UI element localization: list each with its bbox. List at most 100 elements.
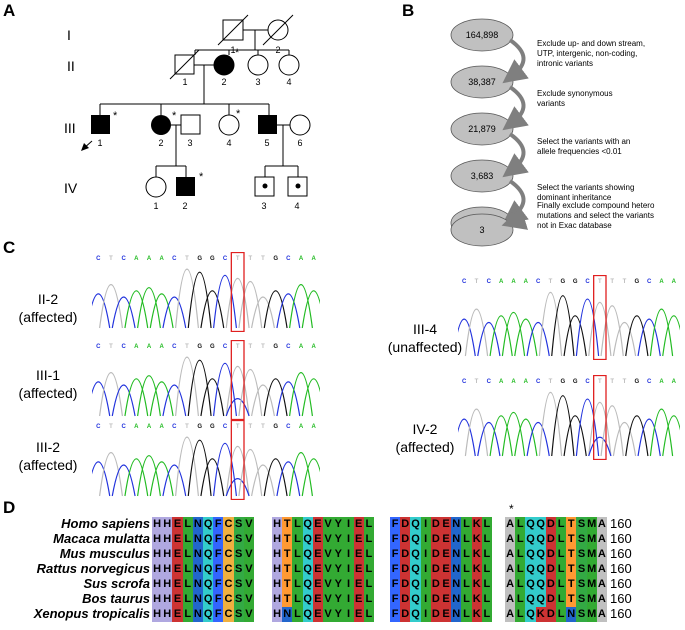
base-call: G (273, 344, 278, 350)
residue-cell: E (353, 607, 364, 622)
residue-cell: S (233, 577, 244, 592)
residue-cell: L (363, 532, 374, 547)
base-call: A (499, 279, 504, 285)
residue-cell: D (545, 607, 556, 622)
residue-cell: V (323, 577, 334, 592)
species-name: Mus musculus (59, 546, 150, 561)
base-call: A (511, 379, 516, 385)
residue-cell: I (343, 517, 354, 532)
residue-cell: C (223, 577, 234, 592)
residue-cell: V (243, 607, 254, 622)
het-peak (588, 436, 612, 457)
residue-cell: T (566, 517, 577, 532)
star-III4: * (236, 108, 241, 120)
residue-cell: D (430, 517, 441, 532)
residue-cell: N (192, 607, 203, 622)
trace-peak (99, 452, 123, 497)
variant-filter-flow: 164,898 38,387 21,879 3,683 78 Exclude u… (450, 18, 645, 240)
base-call: A (499, 379, 504, 385)
residue-cell: Q (302, 547, 313, 562)
residue-cell: E (441, 592, 452, 607)
residue-cell: N (282, 607, 293, 622)
residue-cell: T (282, 577, 293, 592)
trace-peak (225, 365, 250, 417)
trace-peak (563, 415, 587, 457)
generation-label-III: III (64, 120, 76, 136)
residue-cell: I (343, 577, 354, 592)
residue-cell: E (441, 577, 452, 592)
trace-peak (149, 293, 174, 329)
residue-cell: Q (203, 577, 214, 592)
trace-peak (92, 461, 111, 497)
flow-step-2-line-2: variants (537, 99, 565, 108)
residue-cell: A (505, 547, 516, 562)
trace-peak (662, 315, 680, 357)
pedigree-II3 (247, 54, 269, 76)
residue-cell: L (556, 562, 567, 577)
base-call: A (147, 256, 152, 262)
residue-cell: L (481, 592, 492, 607)
residue-cell: L (292, 607, 303, 622)
residue-cell: L (363, 577, 374, 592)
residue-cell: L (363, 607, 374, 622)
id-III2: 2 (158, 138, 163, 148)
trace-peak (588, 402, 612, 457)
het-peak (225, 398, 250, 417)
residue-cell: I (420, 592, 431, 607)
residue-cell: H (162, 592, 173, 607)
id-I1: 1 (230, 45, 235, 55)
flow-step-5-line-1: Finally exclude compound hetero (537, 201, 655, 210)
pedigree-II4 (278, 54, 300, 76)
trace-peak (637, 318, 661, 357)
residue-cell: Y (333, 562, 344, 577)
residue-cell: L (461, 532, 472, 547)
residue-cell: E (172, 607, 183, 622)
residue-cell: E (353, 547, 364, 562)
residue-cell: A (596, 607, 607, 622)
residue-cell: L (292, 592, 303, 607)
star-III2: * (172, 110, 177, 122)
residue-cell: Q (525, 562, 536, 577)
trace-peak (137, 375, 161, 417)
residue-cell: D (545, 547, 556, 562)
base-call: C (172, 424, 177, 430)
residue-cell: M (586, 532, 597, 547)
carrier-dot-icon (262, 183, 268, 189)
base-call: G (573, 279, 578, 285)
trace-peak (175, 268, 199, 329)
pedigree-II2 (213, 54, 235, 76)
base-call: T (185, 344, 189, 350)
residue-cell: D (545, 577, 556, 592)
sample-label-5: IV-2 (affected) (385, 420, 465, 456)
id-III3: 3 (187, 138, 192, 148)
sample-label-1: II-2 (affected) (12, 290, 84, 326)
base-call: T (623, 379, 627, 385)
residue-cell: L (515, 577, 526, 592)
residue-cell: L (182, 517, 193, 532)
base-call: A (659, 279, 664, 285)
residue-cell: Q (535, 517, 546, 532)
residue-cell: E (353, 577, 364, 592)
residue-cell: Q (302, 517, 313, 532)
residue-cell: T (282, 517, 293, 532)
base-call: C (121, 256, 126, 262)
residue-cell: L (182, 592, 193, 607)
base-call: A (299, 344, 304, 350)
residue-cell: I (343, 592, 354, 607)
sample-id: III-1 (35, 367, 61, 383)
pedigree-III5 (258, 115, 277, 134)
mutation-highlight-box (230, 252, 245, 332)
residue-cell: L (481, 577, 492, 592)
residue-cell: E (353, 562, 364, 577)
residue-cell: H (152, 547, 163, 562)
residue-cell: L (515, 532, 526, 547)
base-call: G (573, 379, 578, 385)
residue-cell: T (566, 562, 577, 577)
base-call: T (475, 279, 479, 285)
residue-cell: Q (302, 607, 313, 622)
trace-peak (563, 315, 587, 357)
residue-cell: H (162, 562, 173, 577)
residue-cell: Q (535, 532, 546, 547)
residue-cell: F (390, 592, 401, 607)
